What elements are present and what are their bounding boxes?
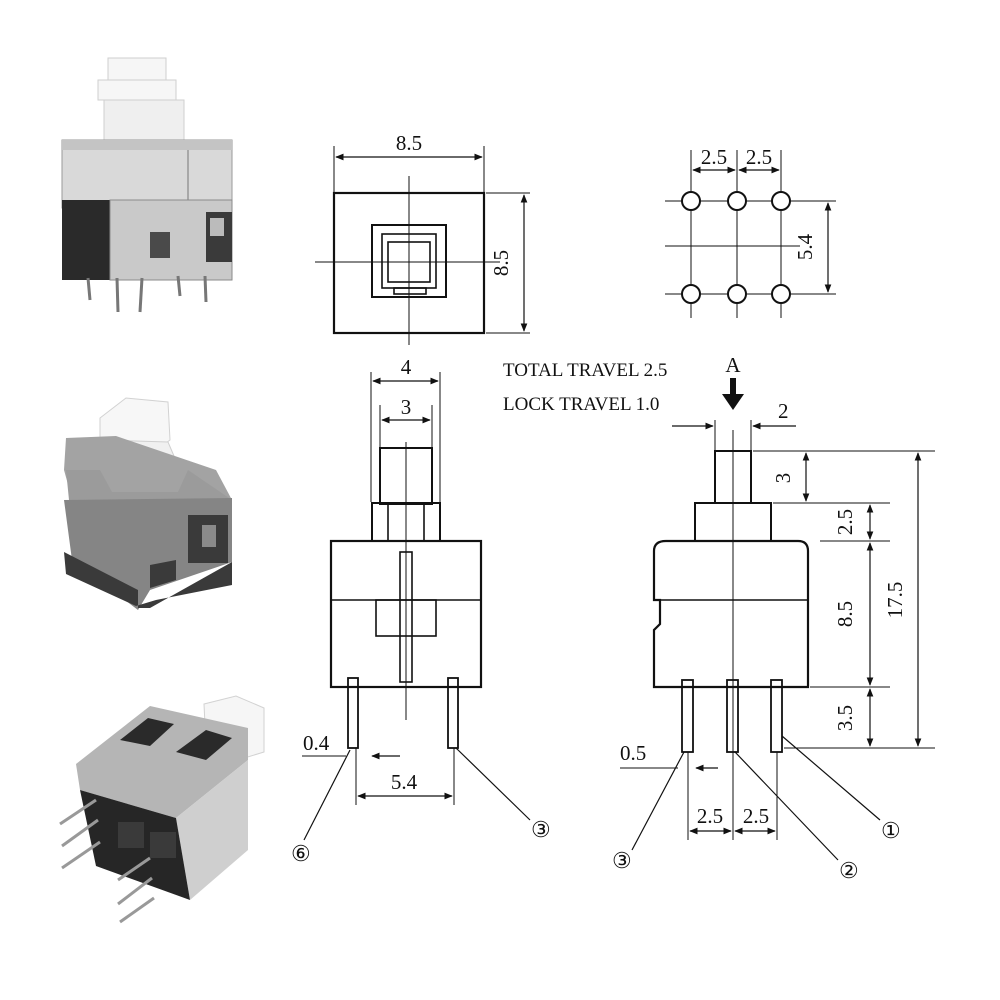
top-view-width-label: 8.5: [396, 131, 422, 155]
front-view-stem-width-label: 3: [401, 395, 412, 419]
footprint-hole: [727, 191, 747, 211]
footprint-pitch-right-label: 2.5: [746, 145, 772, 169]
footprint-hole: [727, 284, 747, 304]
side-view-stem-height-label: 3: [771, 473, 795, 484]
front-view-drawing: [302, 372, 531, 841]
footprint-row-spacing-label: 5.4: [793, 233, 817, 260]
side-view-pitch-right-label: 2.5: [743, 804, 769, 828]
side-view-leader-3: [631, 751, 685, 851]
total-travel-note: TOTAL TRAVEL 2.5: [503, 360, 667, 381]
side-view-total-height-label: 17.5: [883, 582, 907, 619]
side-view-drawing: [620, 378, 935, 861]
side-view-leader-2: [734, 751, 839, 861]
side-view-pin: [770, 679, 783, 753]
side-view-pin-label-3: ③: [612, 848, 632, 873]
footprint-hole: [771, 191, 791, 211]
footprint-hole: [681, 191, 701, 211]
front-view-leader-right: [455, 747, 531, 821]
side-view-pin-length-label: 3.5: [833, 705, 857, 731]
front-view-pin-left: [347, 677, 359, 749]
side-view-arrow-label: A: [725, 353, 741, 377]
front-view-pin-right-label: ③: [531, 817, 551, 842]
front-view-pin-left-label: ⑥: [291, 841, 311, 866]
front-view-pin-thickness-label: 0.4: [303, 731, 330, 755]
side-view-pin: [726, 679, 739, 753]
footprint-drawing: [665, 150, 836, 318]
footprint-pitch-left-label: 2.5: [701, 145, 727, 169]
side-view-pitch-left-label: 2.5: [697, 804, 723, 828]
top-view-height-label: 8.5: [489, 250, 513, 276]
actuation-arrow-icon: [722, 394, 744, 410]
side-view-body-height-label: 8.5: [833, 601, 857, 627]
side-view-pin: [681, 679, 694, 753]
top-view-drawing: [315, 146, 530, 345]
side-view-pin-thickness-label: 0.5: [620, 741, 646, 765]
side-view-stem-width-label: 2: [778, 399, 789, 423]
side-view-pin-label-2: ②: [839, 858, 859, 883]
side-view-leader-1: [781, 735, 881, 821]
side-view-pin-label-1: ①: [881, 818, 901, 843]
side-view-collar-height-label: 2.5: [833, 509, 857, 535]
photo-front-view: [61, 57, 233, 313]
photo-angled-view: [64, 397, 232, 610]
photo-pin-view: [59, 695, 265, 924]
footprint-hole: [681, 284, 701, 304]
lock-travel-note: LOCK TRAVEL 1.0: [503, 394, 659, 415]
front-view-leader-left: [303, 749, 351, 841]
front-view-pin-right: [447, 677, 459, 749]
footprint-hole: [771, 284, 791, 304]
front-view-body-width-label: 4: [401, 355, 412, 379]
front-view-pin-spacing-label: 5.4: [391, 770, 418, 794]
side-view-body: [652, 539, 810, 689]
